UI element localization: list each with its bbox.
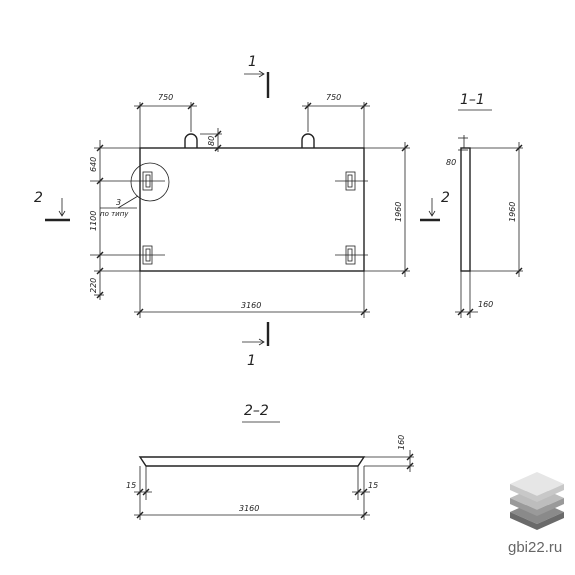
cut-1-markers: 1 1 <box>242 54 270 369</box>
cut-2-label-left: 2 <box>34 190 43 206</box>
stacked-slabs-icon <box>510 472 564 530</box>
section-2-2-outline <box>138 456 366 467</box>
site-watermark: gbi22.ru <box>508 539 562 556</box>
dim-right-height: 1960 <box>394 202 403 222</box>
dim-top-left: 750 <box>158 93 173 102</box>
section-2-2: 2–2 160 15 15 3160 <box>126 403 414 520</box>
cut-2-label-right: 2 <box>441 190 450 206</box>
dim-loop: 80 <box>207 136 216 146</box>
bottom-width-dimension: 3160 <box>134 271 370 318</box>
lifting-loop-right <box>301 133 315 148</box>
cut-2-markers: 2 2 <box>34 190 450 222</box>
section-2-2-title: 2–2 <box>244 403 269 419</box>
section-1-1-title: 1–1 <box>460 92 485 108</box>
callout-note: по типу <box>100 210 129 218</box>
dim-section2-right-chamfer: 15 <box>368 481 378 490</box>
dim-left-mid: 1100 <box>89 211 98 231</box>
detail-callout-circle <box>130 162 170 202</box>
section-1-1: 1–1 80 1960 160 <box>446 92 523 318</box>
section-1-1-outline <box>460 147 471 272</box>
left-dimensions: 640 1100 220 <box>89 140 140 300</box>
cut-1-label-top: 1 <box>248 54 257 70</box>
dim-bottom-width: 3160 <box>241 301 261 310</box>
panel-outline <box>139 147 365 272</box>
dim-left-top: 640 <box>89 157 98 172</box>
dim-top-right: 750 <box>326 93 341 102</box>
dim-section1-thickness: 160 <box>478 300 493 309</box>
dim-section2-width: 3160 <box>239 504 259 513</box>
dim-left-bottom: 220 <box>89 278 98 293</box>
front-view: 3 по типу 750 750 80 <box>34 54 450 369</box>
dim-section2-left-chamfer: 15 <box>126 481 136 490</box>
dim-section2-thickness: 160 <box>397 435 406 450</box>
right-height-dimension: 1960 <box>364 142 410 277</box>
cut-1-label-bottom: 1 <box>247 353 256 369</box>
dim-section1-height: 1960 <box>508 202 517 222</box>
loop-height-dimension: 80 <box>200 128 222 152</box>
top-dimensions: 750 750 <box>134 93 370 148</box>
embedded-plates <box>90 171 368 265</box>
callout-number: 3 <box>116 198 121 207</box>
dim-section1-top: 80 <box>446 158 456 167</box>
lifting-loop-left <box>184 133 198 148</box>
watermark: gbi22.ru <box>508 472 564 556</box>
